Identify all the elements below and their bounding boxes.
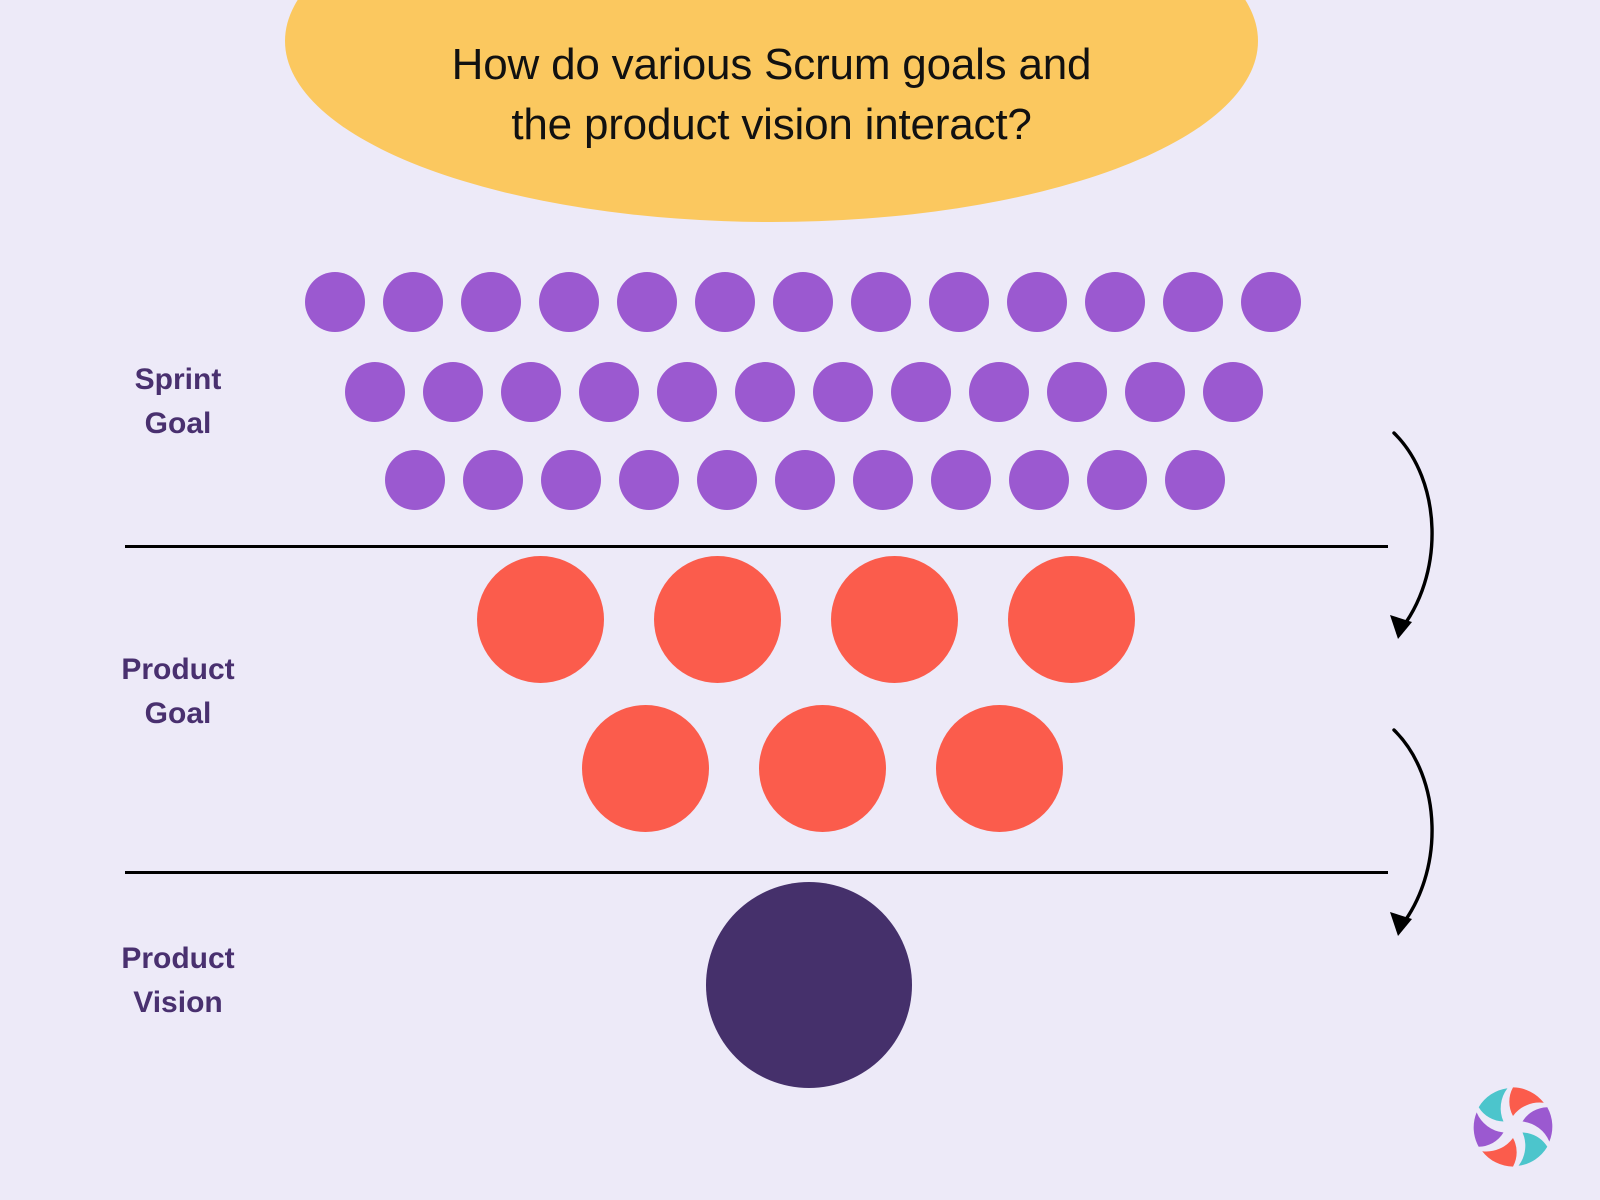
- product-vision-dot-row: [706, 882, 912, 1088]
- sprint-goal-dot: [969, 362, 1029, 422]
- sprint-goal-dot: [385, 450, 445, 510]
- sprint-goal-dot: [1047, 362, 1107, 422]
- sprint-goal-dot: [1009, 450, 1069, 510]
- divider-line-product-vision: [125, 871, 1388, 874]
- product-goal-dot-row: [582, 705, 1063, 832]
- divider-line-sprint-product: [125, 545, 1388, 548]
- sprint-goal-dot: [423, 362, 483, 422]
- sprint-goal-dot: [539, 272, 599, 332]
- logo-petal: [1473, 1112, 1504, 1147]
- sprint-goal-dot: [851, 272, 911, 332]
- sprint-goal-dot: [617, 272, 677, 332]
- sprint-goal-dot: [1087, 450, 1147, 510]
- page-title: How do various Scrum goals and the produ…: [451, 40, 1092, 149]
- sprint-goal-dot: [305, 272, 365, 332]
- sprint-goal-dot: [501, 362, 561, 422]
- logo-petal: [1482, 1138, 1517, 1167]
- sprint-goal-dot: [697, 450, 757, 510]
- sprint-goal-dot: [1085, 272, 1145, 332]
- sprint-goal-dot: [773, 272, 833, 332]
- sprint-goal-dot: [657, 362, 717, 422]
- sprint-goal-dot: [1203, 362, 1263, 422]
- sprint-goal-dot: [619, 450, 679, 510]
- sprint-goal-dot: [541, 450, 601, 510]
- product-vision-dot: [706, 882, 912, 1088]
- product-goal-dot: [759, 705, 886, 832]
- sprint-goal-dot: [853, 450, 913, 510]
- sprint-goal-dot: [463, 450, 523, 510]
- sprint-goal-dot: [1165, 450, 1225, 510]
- sprint-goal-dot: [461, 272, 521, 332]
- product-goal-dot: [582, 705, 709, 832]
- sprint-goal-dot: [813, 362, 873, 422]
- sprint-goal-dot-row: [305, 272, 1301, 332]
- sprint-goal-dot: [345, 362, 405, 422]
- sprint-goal-dot: [775, 450, 835, 510]
- pinwheel-logo-icon: [1473, 1087, 1553, 1167]
- logo-petal: [1518, 1132, 1548, 1166]
- sprint-goal-dot-row: [385, 450, 1225, 510]
- sprint-goal-dot: [579, 362, 639, 422]
- product-goal-dot: [477, 556, 604, 683]
- logo-petal: [1478, 1088, 1508, 1122]
- logo-petal: [1522, 1107, 1553, 1142]
- sprint-goal-dot: [1163, 272, 1223, 332]
- product-goal-dot: [831, 556, 958, 683]
- sprint-goal-dot: [695, 272, 755, 332]
- product-goal-dot-row: [477, 556, 1135, 683]
- section-label-product-goal: Product Goal: [121, 653, 235, 730]
- product-goal-dot: [1008, 556, 1135, 683]
- sprint-goal-dot: [931, 450, 991, 510]
- product-goal-dot: [654, 556, 781, 683]
- sprint-goal-dot: [929, 272, 989, 332]
- sprint-goal-dot: [383, 272, 443, 332]
- curved-arrow-sprint-to-product-goal: [1390, 431, 1434, 639]
- title-banner: How do various Scrum goals and the produ…: [285, 0, 1258, 222]
- sprint-goal-dot-row: [345, 362, 1263, 422]
- curved-arrow-product-goal-to-vision: [1390, 728, 1434, 936]
- product-goal-dot: [936, 705, 1063, 832]
- sprint-goal-dot: [1007, 272, 1067, 332]
- sprint-goal-dot: [1125, 362, 1185, 422]
- logo-petal: [1509, 1087, 1544, 1116]
- section-label-sprint-goal: Sprint Goal: [134, 363, 222, 440]
- sprint-goal-dot: [1241, 272, 1301, 332]
- section-label-product-vision: Product Vision: [121, 942, 235, 1019]
- sprint-goal-dot: [735, 362, 795, 422]
- sprint-goal-dot: [891, 362, 951, 422]
